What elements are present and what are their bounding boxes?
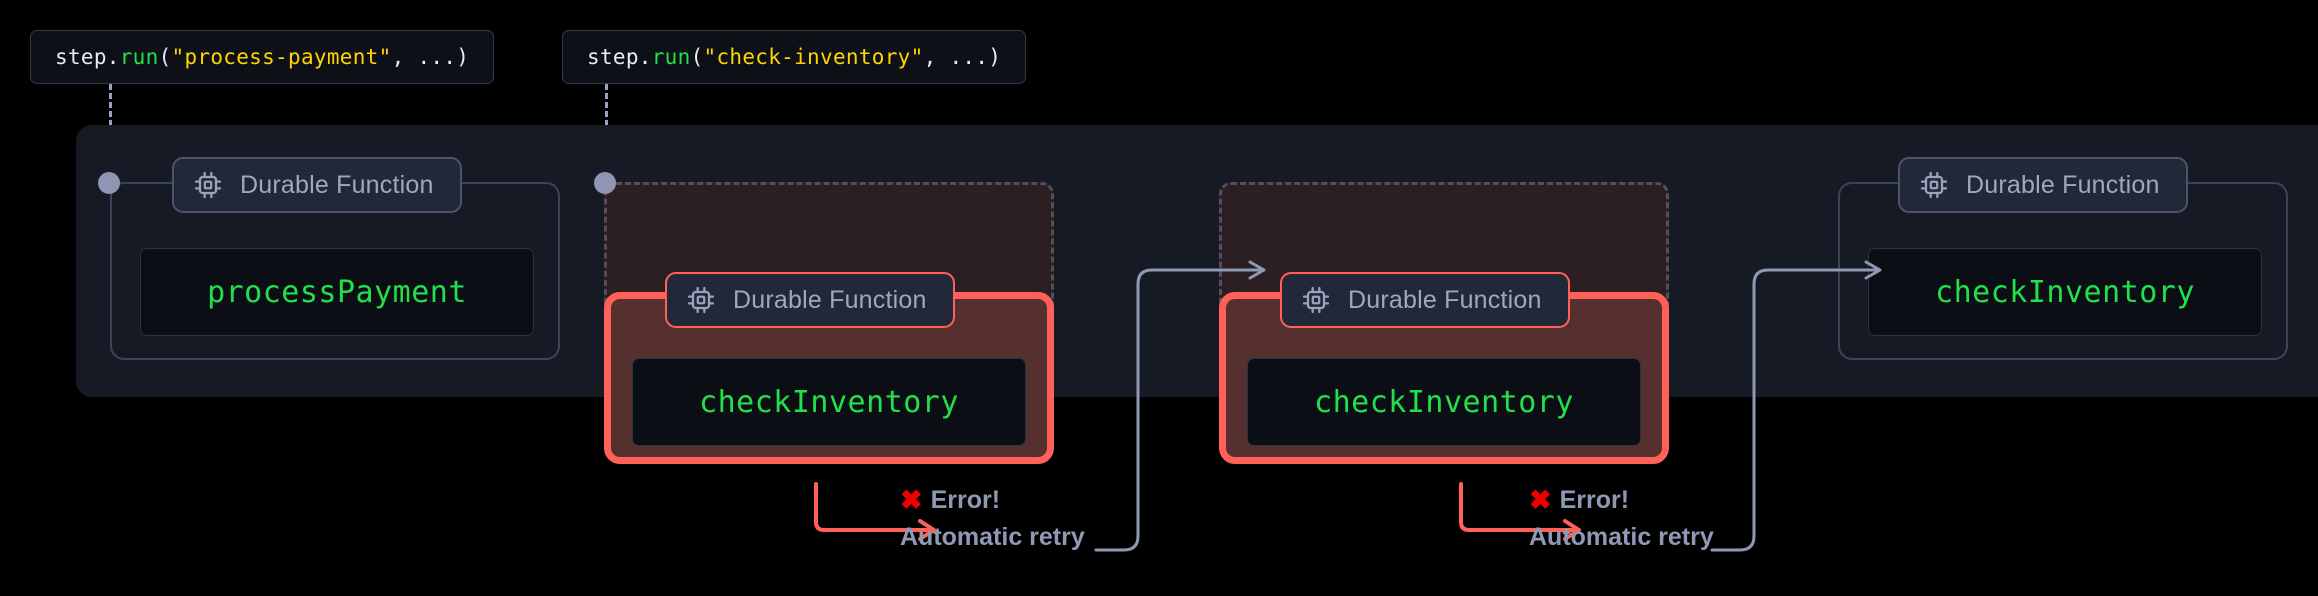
- function-code-box: checkInventory: [1247, 358, 1641, 446]
- pill-label: Durable Function: [733, 285, 927, 314]
- function-name: checkInventory: [1935, 274, 2195, 310]
- retry-arrow-1: [814, 482, 936, 541]
- code-token-method: run: [651, 45, 691, 69]
- error-caption-2: ✖ Error! Automatic retry: [1529, 486, 1714, 552]
- connector-dot-process-payment: [98, 172, 120, 194]
- error-label: Error!: [930, 486, 1001, 514]
- code-callout-process-payment: step.run("process-payment", ...): [30, 30, 495, 84]
- function-code-box: checkInventory: [1868, 248, 2262, 336]
- function-name: processPayment: [207, 274, 467, 310]
- cpu-chip-icon: [194, 171, 222, 199]
- code-token-prefix: step.: [587, 45, 652, 69]
- function-code-box: processPayment: [140, 248, 534, 336]
- function-name: checkInventory: [699, 384, 959, 420]
- code-token-arg: "check-inventory": [703, 45, 924, 69]
- error-caption-1: ✖ Error! Automatic retry: [900, 486, 1085, 552]
- connector-dot-check-inventory: [594, 172, 616, 194]
- error-x-icon: ✖: [1529, 485, 1552, 515]
- function-code-box: checkInventory: [632, 358, 1026, 446]
- step-card-process-payment[interactable]: processPayment: [110, 182, 560, 360]
- code-token-rest: , ...): [923, 45, 1002, 69]
- retry-label: Automatic retry: [900, 523, 1085, 551]
- error-x-icon: ✖: [900, 485, 923, 515]
- pill-label: Durable Function: [240, 170, 434, 199]
- code-token-rest: , ...): [391, 45, 470, 69]
- function-name: checkInventory: [1314, 384, 1574, 420]
- pill-label: Durable Function: [1966, 170, 2160, 199]
- durable-function-pill-attempt-2[interactable]: Durable Function: [1280, 272, 1570, 328]
- step-card-check-inventory-success[interactable]: checkInventory: [1838, 182, 2288, 360]
- code-token-method: run: [119, 45, 159, 69]
- code-callout-check-inventory: step.run("check-inventory", ...): [562, 30, 1027, 84]
- retry-return-connector-1: [1094, 260, 1266, 552]
- error-label: Error!: [1559, 486, 1630, 514]
- code-token-open: (: [158, 45, 172, 69]
- pill-label: Durable Function: [1348, 285, 1542, 314]
- retry-label: Automatic retry: [1529, 523, 1714, 551]
- durable-function-pill-success[interactable]: Durable Function: [1898, 157, 2188, 213]
- cpu-chip-icon: [1302, 286, 1330, 314]
- durable-function-pill-process-payment[interactable]: Durable Function: [172, 157, 462, 213]
- retry-arrow-2: [1459, 482, 1581, 541]
- cpu-chip-icon: [687, 286, 715, 314]
- cpu-chip-icon: [1920, 171, 1948, 199]
- retry-return-connector-2: [1710, 260, 1882, 552]
- code-token-prefix: step.: [55, 45, 120, 69]
- code-token-arg: "process-payment": [171, 45, 392, 69]
- durable-function-pill-attempt-1[interactable]: Durable Function: [665, 272, 955, 328]
- code-token-open: (: [690, 45, 704, 69]
